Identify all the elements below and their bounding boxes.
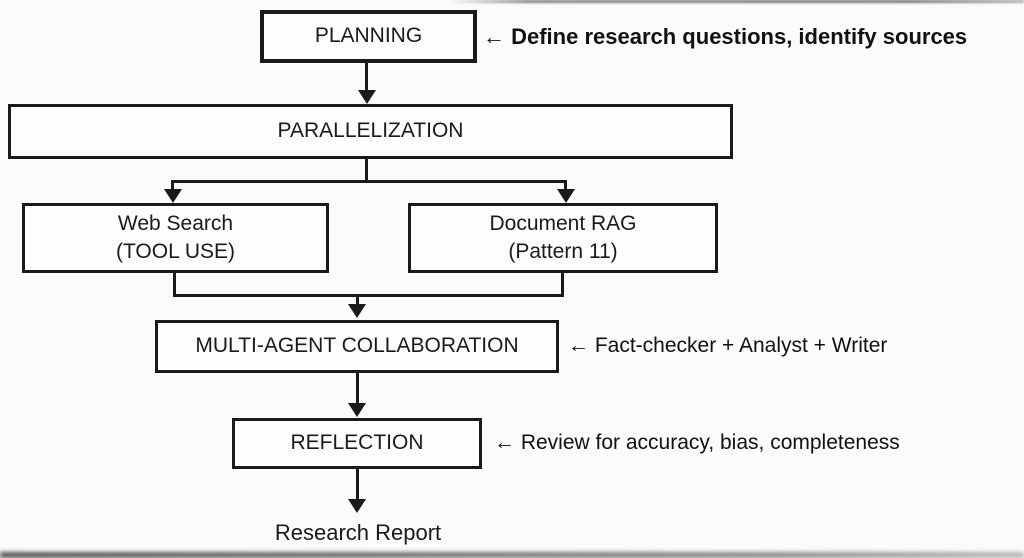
connector-split-right-stem [564, 182, 567, 191]
arrowhead-down-icon [348, 304, 366, 318]
node-document-rag-line1: Document RAG [489, 211, 637, 235]
arrowhead-down-icon [164, 189, 182, 203]
connector-split-left-stem [171, 182, 174, 191]
node-multi-agent-collaboration: MULTI-AGENT COLLABORATION [155, 320, 559, 373]
connector-split-horizontal [171, 180, 567, 183]
research-report-label: Research Report [274, 520, 442, 545]
top-edge-artifact [448, 0, 1024, 3]
arrowhead-down-icon [348, 403, 366, 417]
node-planning: PLANNING [260, 10, 477, 63]
connector-merge-center-stem [356, 296, 359, 305]
node-planning-label: PLANNING [314, 24, 423, 48]
arrowhead-down-icon [358, 90, 376, 104]
arrowhead-down-icon [348, 499, 366, 513]
connector-parallelization-stem [365, 158, 368, 183]
connector-reflection-to-report [356, 468, 359, 500]
node-reflection-label: REFLECTION [290, 431, 424, 455]
node-reflection: REFLECTION [232, 418, 482, 469]
node-web-search-line2: (TOOL USE) [115, 240, 236, 263]
connector-merge-horizontal [173, 294, 564, 297]
connector-planning-to-parallelization [365, 61, 368, 92]
connector-merge-right-stem [561, 272, 564, 297]
annotation-planning: ← Define research questions, identify so… [483, 24, 968, 49]
node-document-rag-line2: (Pattern 11) [508, 240, 618, 263]
node-parallelization-label: PARALLELIZATION [277, 119, 464, 143]
node-web-search-line1: Web Search [117, 211, 234, 235]
annotation-multi-agent: ← Fact-checker + Analyst + Writer [568, 334, 888, 357]
annotation-reflection: ← Review for accuracy, bias, completenes… [494, 431, 900, 454]
node-document-rag: Document RAG (Pattern 11) [408, 203, 718, 273]
bottom-edge-artifact [0, 552, 1024, 558]
connector-merge-left-stem [173, 272, 176, 297]
arrowhead-down-icon [557, 189, 575, 203]
node-web-search: Web Search (TOOL USE) [22, 203, 329, 273]
node-multi-agent-label: MULTI-AGENT COLLABORATION [195, 334, 519, 358]
connector-multiagent-to-reflection [356, 372, 359, 404]
node-parallelization: PARALLELIZATION [8, 104, 733, 159]
